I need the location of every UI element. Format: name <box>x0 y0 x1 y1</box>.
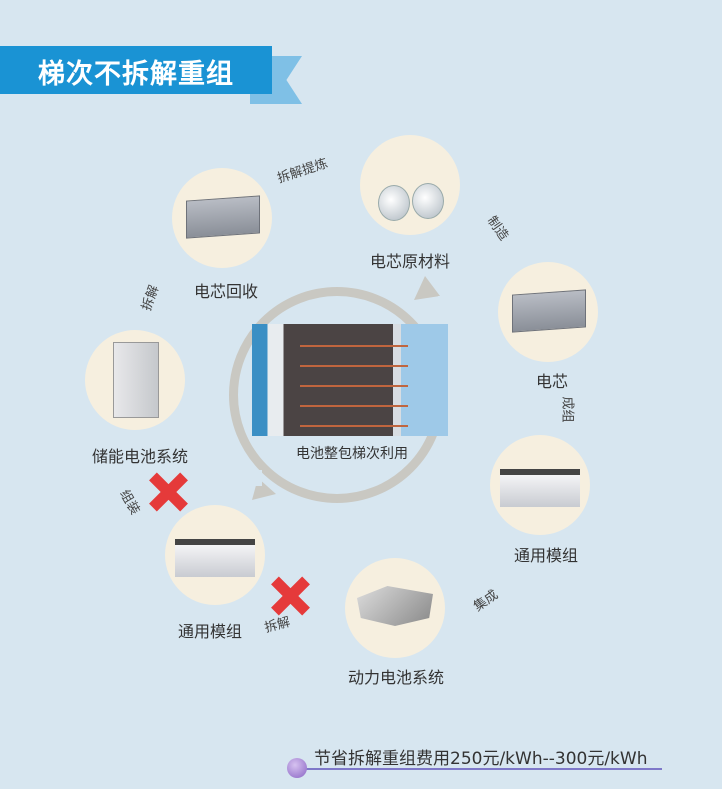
bullet-dot-icon <box>287 758 307 778</box>
battery-pack-icon <box>357 586 433 626</box>
page-title: 梯次不拆解重组 <box>38 59 234 90</box>
node-cell <box>498 262 598 362</box>
connector-group: 成组 <box>559 396 575 423</box>
node-recycle <box>172 168 272 268</box>
node-module-right-label: 通用模组 <box>513 546 579 565</box>
node-power-system <box>345 558 445 658</box>
node-raw-material <box>360 135 460 235</box>
node-module-right <box>490 435 590 535</box>
battery-module-icon <box>500 469 580 507</box>
node-raw-material-label: 电芯原材料 <box>369 252 451 271</box>
battery-container-photo <box>252 324 448 436</box>
title-banner <box>0 46 272 94</box>
arrow-head-top-icon <box>414 276 440 300</box>
node-recycle-label: 电芯回收 <box>193 282 259 301</box>
cross-icon <box>148 472 188 512</box>
footer-line <box>300 768 662 770</box>
flask-icon <box>378 185 410 221</box>
battery-cell-icon <box>512 289 586 333</box>
center-label: 电池整包梯次利用 <box>296 446 408 462</box>
storage-cabinet-icon <box>113 342 159 418</box>
node-cell-label: 电芯 <box>535 372 569 391</box>
cross-icon <box>270 576 310 616</box>
flask-icon <box>412 183 444 219</box>
savings-note: 节省拆解重组费用250元/kWh--300元/kWh <box>314 749 648 769</box>
node-module-left-label: 通用模组 <box>177 622 243 641</box>
node-power-system-label: 动力电池系统 <box>347 668 445 687</box>
battery-cell-icon <box>186 195 260 239</box>
node-module-left <box>165 505 265 605</box>
node-storage-system <box>85 330 185 430</box>
node-storage-system-label: 储能电池系统 <box>91 447 189 466</box>
battery-module-icon <box>175 539 255 577</box>
